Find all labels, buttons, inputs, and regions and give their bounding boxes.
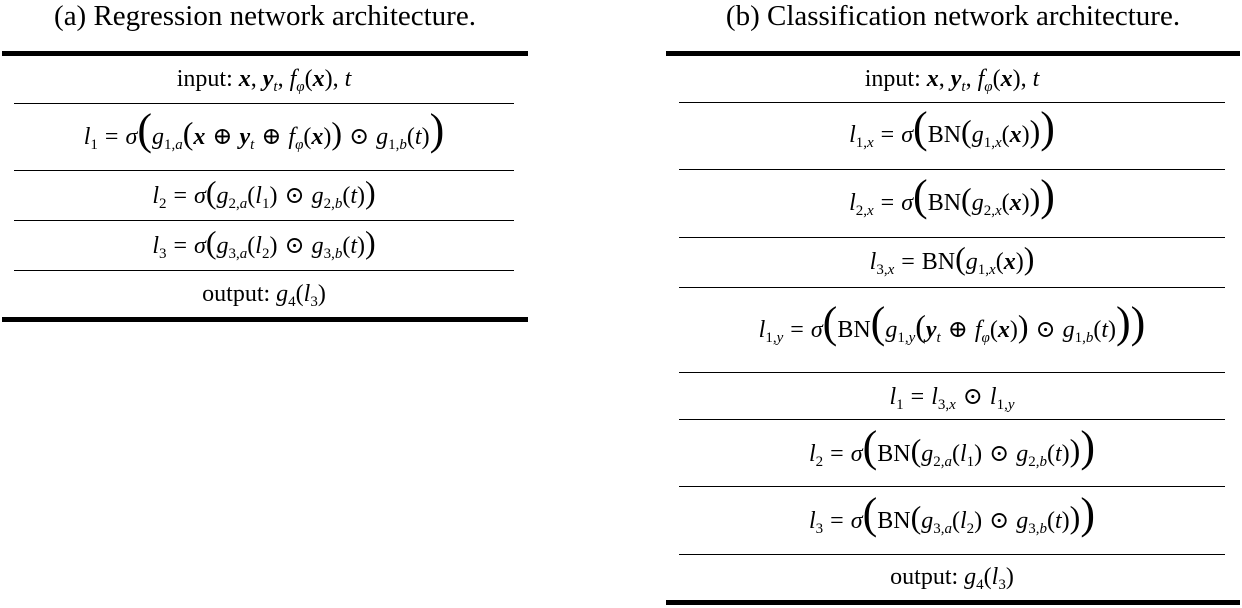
top-rule [2, 51, 528, 56]
table-a-row-output: output: g4(l3) [202, 280, 326, 310]
table-b-row-input: input: x, yt, fφ(x), t [864, 65, 1040, 95]
table-a-caption: (a) Regression network architecture. [54, 0, 476, 32]
bn-label: BN [921, 249, 956, 275]
row-divider [679, 169, 1225, 170]
table-a-row-l2: l2=σ(g2,a(l1)⊙g2,b(t)) [152, 174, 376, 212]
top-rule [666, 51, 1240, 56]
table-b-row-l3x: l3,x=BN(g1,x(x)) [869, 240, 1035, 278]
table-a-row-l3: l3=σ(g3,a(l2)⊙g3,b(t)) [152, 224, 376, 262]
row-divider [679, 419, 1225, 420]
table-b-row-l1: l1=l3,x⊙l1,y [889, 383, 1015, 413]
table-b-caption: (b) Classification network architecture. [725, 0, 1181, 32]
bottom-rule [666, 600, 1240, 605]
table-b-row-l2: l2=σ(BN(g2,a(l1)⊙g2,b(t))) [809, 421, 1095, 471]
bn-label: BN [837, 317, 871, 343]
output-label: output: [202, 280, 271, 307]
row-divider [679, 372, 1225, 373]
bn-label: BN [877, 440, 911, 467]
bn-label: BN [927, 189, 962, 216]
table-b-row-l1x: l1,x=σ(BN(g1,x(x))) [849, 103, 1055, 152]
row-divider [679, 486, 1225, 487]
row-divider [679, 102, 1225, 103]
row-divider [14, 220, 514, 221]
table-b-row-l2x: l2,x=σ(BN(g2,x(x))) [849, 170, 1055, 220]
row-divider [679, 287, 1225, 288]
table-a-row-l1: l1=σ(g1,a(x⊕yt⊕fφ(x))⊙g1,b(t)) [83, 105, 445, 154]
table-a-row-input: input: x, yt, fφ(x), t [176, 65, 352, 95]
bn-label: BN [877, 508, 911, 534]
input-label: input: [864, 65, 921, 92]
row-divider [679, 554, 1225, 555]
row-divider [679, 237, 1225, 238]
input-label: input: [176, 65, 233, 92]
output-label: output: [890, 563, 959, 590]
table-b-row-l1y: l1,y=σ(BN(g1,y(yt⊕fφ(x))⊙g1,b(t))) [758, 298, 1146, 347]
bn-label: BN [927, 122, 962, 148]
row-divider [14, 170, 514, 171]
row-divider [14, 270, 514, 271]
bottom-rule [2, 317, 528, 322]
table-b-row-output: output: g4(l3) [890, 563, 1014, 593]
table-b-row-l3: l3=σ(BN(g3,a(l2)⊙g3,b(t))) [809, 489, 1095, 538]
row-divider [14, 103, 514, 104]
